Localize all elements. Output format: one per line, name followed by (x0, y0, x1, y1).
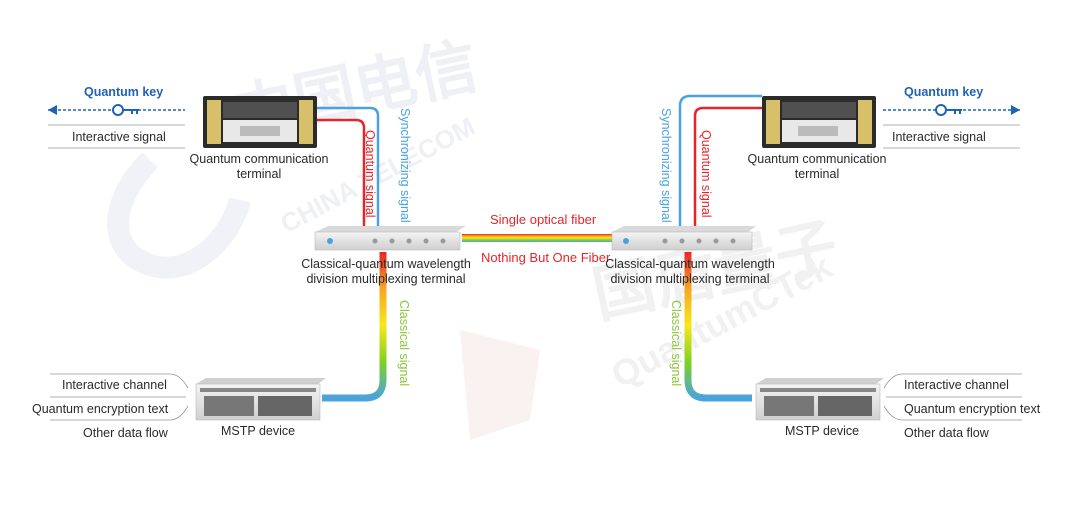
left-quantum-terminal-device (203, 96, 317, 148)
left-sync-signal-label: Synchronizing signal (398, 108, 412, 223)
right-interactive-signal-lines (883, 124, 1020, 149)
left-mstp-device (195, 378, 326, 421)
right-quantum-line (693, 106, 762, 230)
quantumctek-logo-watermark (460, 330, 540, 440)
right-sync-line (678, 94, 762, 230)
right-classical-fiber (684, 252, 752, 402)
fiber-bottom-label: Nothing But One Fiber (481, 250, 611, 265)
left-channel-other: Other data flow (83, 426, 168, 440)
right-wdm-label: Classical-quantum wavelength division mu… (605, 257, 775, 286)
left-channel-lines (50, 373, 189, 421)
fiber-top-label: Single optical fiber (490, 212, 597, 227)
right-sync-signal-label: Synchronizing signal (659, 108, 673, 223)
left-channel-encryption: Quantum encryption text (32, 402, 169, 416)
left-mstp-label: MSTP device (221, 424, 296, 438)
right-quantum-key-arrow (883, 104, 1020, 116)
left-quantum-signal-label: Quantum signal (363, 130, 377, 218)
right-quantum-terminal-device (762, 96, 876, 148)
right-interactive-signal-label: Interactive signal (892, 130, 986, 144)
left-sync-line (317, 106, 380, 232)
right-wdm-device (611, 226, 756, 251)
right-quantum-signal-label: Quantum signal (699, 130, 713, 218)
left-classical-fiber (322, 252, 387, 402)
left-qct-label: Quantum communication terminal (189, 152, 329, 181)
left-quantum-key-arrow (48, 104, 185, 116)
single-optical-fiber (462, 234, 612, 242)
left-quantum-key-label: Quantum key (84, 85, 164, 99)
left-interactive-signal-label: Interactive signal (72, 130, 166, 144)
left-interactive-signal-lines (48, 124, 185, 149)
left-channel-interactive: Interactive channel (62, 378, 167, 392)
right-mstp-label: MSTP device (785, 424, 860, 438)
left-quantum-line (317, 118, 366, 232)
right-classical-signal-label: Classical signal (669, 300, 683, 387)
left-wdm-label: Classical-quantum wavelength division mu… (301, 257, 471, 286)
right-channel-interactive: Interactive channel (904, 378, 1009, 392)
china-telecom-logo-watermark (107, 152, 251, 279)
right-channel-other: Other data flow (904, 426, 989, 440)
right-quantum-key-label: Quantum key (904, 85, 984, 99)
left-wdm-device (314, 226, 466, 251)
right-channel-encryption: Quantum encryption text (904, 402, 1041, 416)
right-mstp-device (755, 378, 884, 421)
left-classical-signal-label: Classical signal (397, 300, 411, 387)
right-qct-label: Quantum communication terminal (747, 152, 887, 181)
right-channel-lines (883, 373, 1022, 421)
